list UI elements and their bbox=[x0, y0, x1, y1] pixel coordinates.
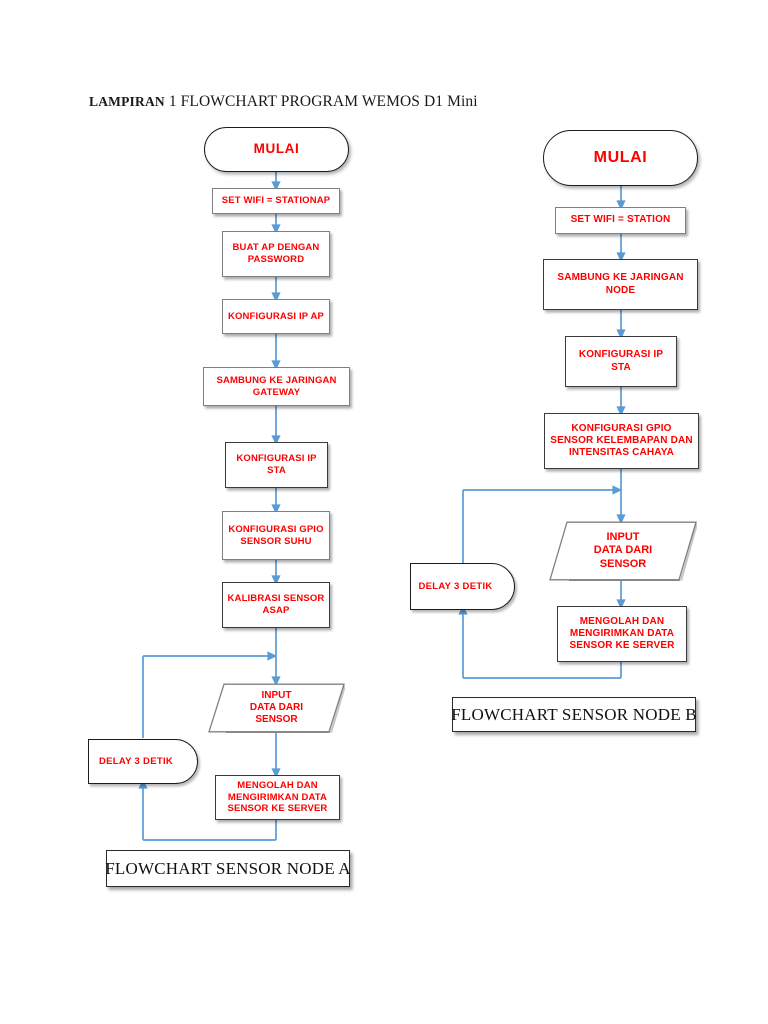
node-a-input-data[interactable]: INPUT DATA DARI SENSOR bbox=[208, 683, 345, 733]
caption-node-a: FLOWCHART SENSOR NODE A bbox=[105, 850, 351, 887]
node-b-konfig-gpio-label-line3: INTENSITAS CAHAYA bbox=[569, 447, 674, 459]
caption-node-b-label: FLOWCHART SENSOR NODE B bbox=[451, 704, 697, 724]
node-b-input-data-label-line1: INPUT bbox=[606, 530, 640, 543]
node-a-kalibrasi-sensor-label-line2: ASAP bbox=[262, 605, 290, 616]
node-b-sambung-node-label-line1: SAMBUNG KE JARINGAN bbox=[557, 272, 684, 284]
node-a-konfig-ip-ap[interactable]: KONFIGURASI IP AP bbox=[222, 299, 330, 334]
node-a-kirim-data[interactable]: MENGOLAH DAN MENGIRIMKAN DATA SENSOR KE … bbox=[215, 775, 340, 820]
node-b-start[interactable]: MULAI bbox=[543, 130, 698, 186]
caption-node-a-label: FLOWCHART SENSOR NODE A bbox=[105, 858, 351, 878]
node-a-buat-ap-label-line2: PASSWORD bbox=[247, 254, 305, 265]
node-a-delay[interactable]: DELAY 3 DETIK bbox=[88, 739, 198, 784]
node-b-input-data[interactable]: INPUT DATA DARI SENSOR bbox=[549, 521, 697, 581]
node-b-konfig-gpio-label-line1: KONFIGURASI GPIO bbox=[571, 422, 672, 434]
node-a-kirim-data-label-line2: MENGIRIMKAN DATA bbox=[227, 791, 328, 803]
node-a-konfig-ip-sta-label-line1: KONFIGURASI IP bbox=[236, 453, 317, 465]
node-b-set-wifi-label: SET WIFI = STATION bbox=[570, 214, 671, 226]
caption-node-b: FLOWCHART SENSOR NODE B bbox=[451, 697, 697, 732]
node-a-kirim-data-label-line1: MENGOLAH DAN bbox=[237, 780, 318, 792]
node-b-set-wifi[interactable]: SET WIFI = STATION bbox=[555, 207, 686, 234]
parallelogram-shape bbox=[208, 683, 345, 733]
node-a-set-wifi[interactable]: SET WIFI = STATIONAP bbox=[212, 188, 340, 214]
node-b-kirim-data-label-line3: SENSOR KE SERVER bbox=[569, 640, 675, 652]
node-a-kalibrasi-sensor-label-line1: KALIBRASI SENSOR bbox=[227, 593, 325, 605]
node-a-konfig-ip-ap-label: KONFIGURASI IP AP bbox=[228, 310, 324, 322]
node-b-konfig-ip-sta-label-line2: STA bbox=[611, 361, 631, 373]
node-a-buat-ap-label-line1: BUAT AP DENGAN bbox=[232, 242, 320, 254]
node-a-konfig-gpio-label-line1: KONFIGURASI GPIO bbox=[228, 523, 324, 535]
node-a-konfig-ip-sta[interactable]: KONFIGURASI IP STA bbox=[225, 442, 328, 488]
node-b-input-data-label-line3: SENSOR bbox=[599, 557, 647, 570]
node-b-start-label: MULAI bbox=[593, 149, 648, 167]
page-title: LAMPIRAN 1 FLOWCHART PROGRAM WEMOS D1 Mi… bbox=[89, 93, 478, 111]
node-b-delay[interactable]: DELAY 3 DETIK bbox=[410, 563, 515, 610]
node-a-konfig-ip-sta-label-line2: STA bbox=[267, 465, 286, 476]
page-title-rest: 1 FLOWCHART PROGRAM WEMOS D1 Mini bbox=[168, 93, 478, 110]
parallelogram-shape bbox=[549, 521, 697, 581]
node-a-sambung-gateway-label-line2: GATEWAY bbox=[252, 386, 301, 398]
node-b-konfig-ip-sta[interactable]: KONFIGURASI IP STA bbox=[565, 336, 677, 387]
node-b-kirim-data-label-line1: MENGOLAH DAN bbox=[579, 615, 665, 627]
node-b-kirim-data[interactable]: MENGOLAH DAN MENGIRIMKAN DATA SENSOR KE … bbox=[557, 606, 687, 662]
node-a-konfig-gpio-label-line2: SENSOR SUHU bbox=[240, 535, 312, 547]
node-b-input-data-label-line2: DATA DARI bbox=[593, 544, 653, 557]
node-b-sambung-node[interactable]: SAMBUNG KE JARINGAN NODE bbox=[543, 259, 698, 310]
node-a-buat-ap[interactable]: BUAT AP DENGAN PASSWORD bbox=[222, 231, 330, 277]
node-b-konfig-gpio[interactable]: KONFIGURASI GPIO SENSOR KELEMBAPAN DAN I… bbox=[544, 413, 699, 469]
node-a-input-data-label-line3: SENSOR bbox=[255, 714, 298, 726]
node-a-sambung-gateway-label-line1: SAMBUNG KE JARINGAN bbox=[216, 374, 337, 386]
node-a-kirim-data-label-line3: SENSOR KE SERVER bbox=[227, 803, 328, 815]
node-a-sambung-gateway[interactable]: SAMBUNG KE JARINGAN GATEWAY bbox=[203, 367, 350, 406]
node-b-konfig-ip-sta-label-line1: KONFIGURASI IP bbox=[578, 349, 664, 361]
node-a-start-label: MULAI bbox=[253, 141, 300, 157]
page-title-prefix: LAMPIRAN bbox=[89, 94, 165, 109]
node-a-set-wifi-label: SET WIFI = STATIONAP bbox=[221, 195, 331, 207]
node-b-delay-label: DELAY 3 DETIK bbox=[418, 580, 493, 592]
node-a-start[interactable]: MULAI bbox=[204, 127, 349, 172]
node-a-input-data-label-line1: INPUT bbox=[261, 689, 292, 701]
node-a-delay-label: DELAY 3 DETIK bbox=[98, 755, 174, 767]
node-b-konfig-gpio-label-line2: SENSOR KELEMBAPAN DAN bbox=[550, 434, 693, 446]
node-a-input-data-label-line2: DATA DARI bbox=[249, 701, 304, 713]
node-b-kirim-data-label-line2: MENGIRIMKAN DATA bbox=[569, 627, 675, 639]
node-b-sambung-node-label-line2: NODE bbox=[605, 284, 636, 296]
node-a-kalibrasi-sensor[interactable]: KALIBRASI SENSOR ASAP bbox=[222, 582, 330, 628]
node-a-konfig-gpio[interactable]: KONFIGURASI GPIO SENSOR SUHU bbox=[222, 511, 330, 560]
